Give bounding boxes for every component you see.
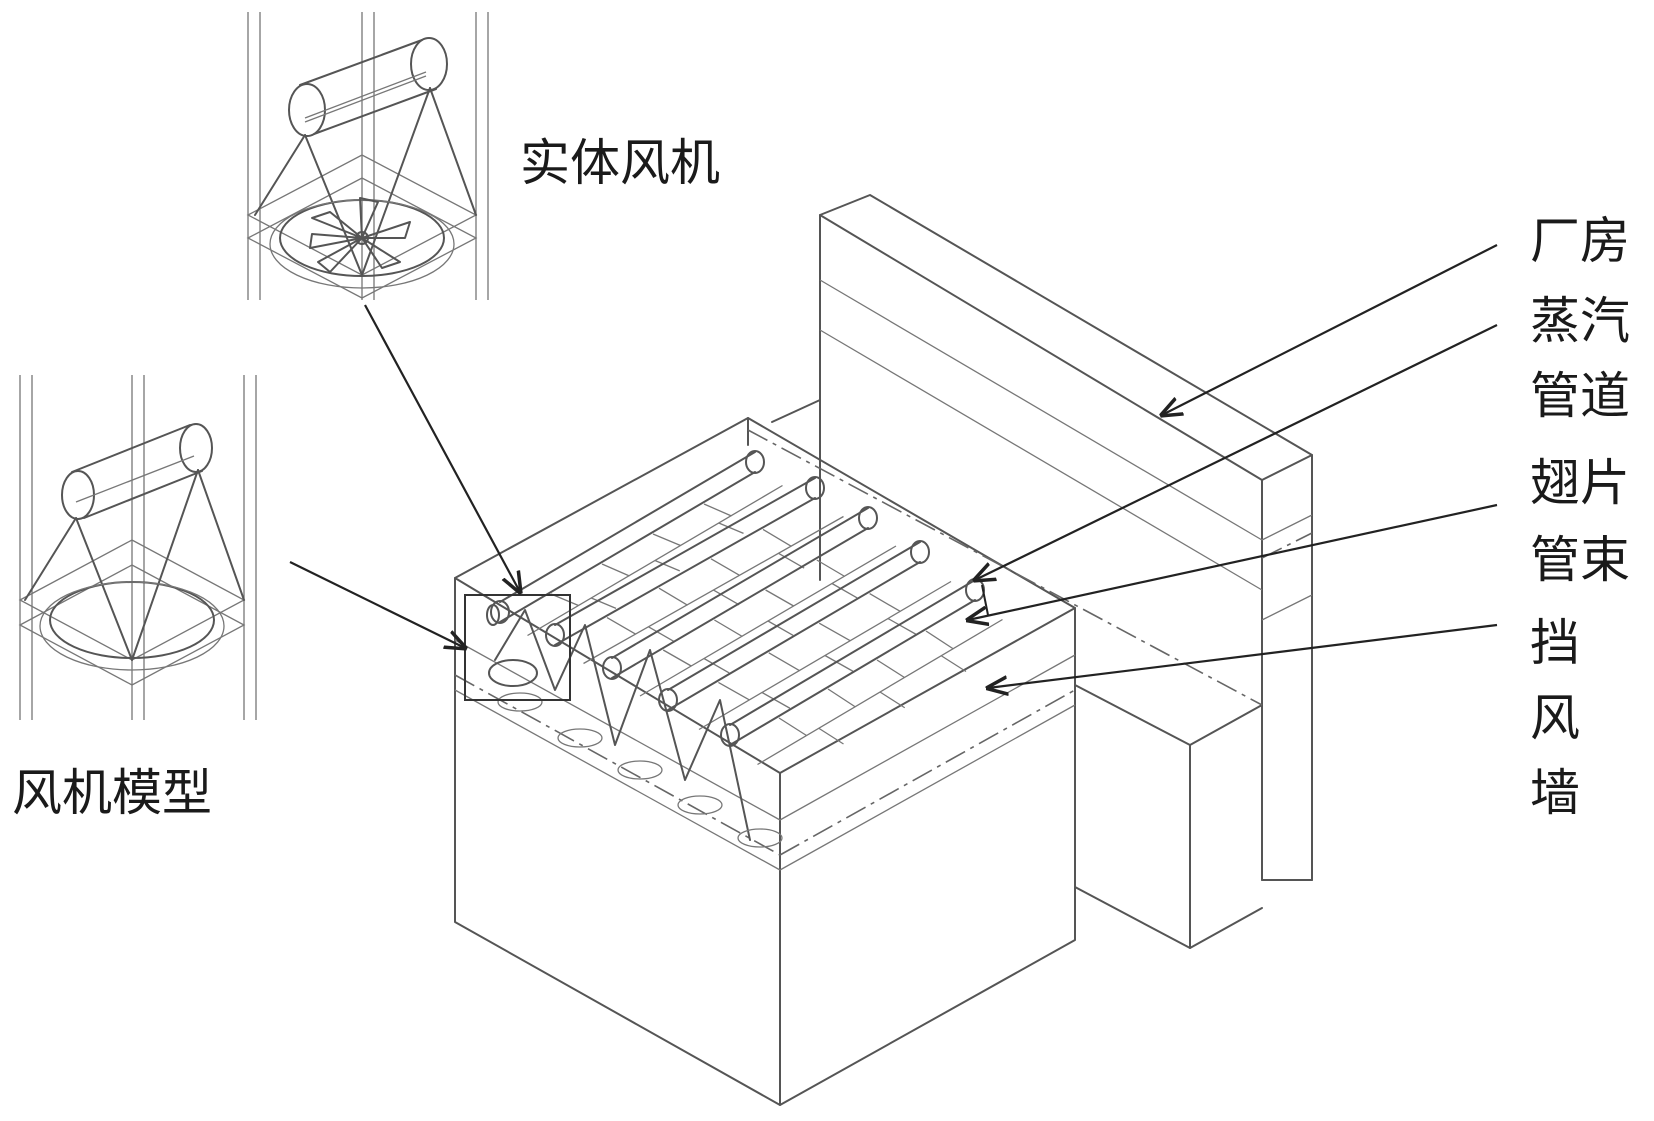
label-finned-tube-line1: 翅片	[1530, 454, 1630, 512]
steam-pipe-edge-top	[499, 451, 756, 603]
steam-pipe-front	[602, 656, 622, 680]
label-plant-building: 厂房	[1530, 212, 1630, 270]
fin-line	[876, 659, 905, 679]
fin-line	[658, 587, 688, 606]
fin-row-line	[583, 515, 844, 665]
fin-line	[816, 559, 846, 578]
label-real-fan: 实体风机	[520, 134, 720, 192]
fin-line	[831, 582, 858, 599]
steam-pipe-front	[490, 600, 510, 624]
fin-row-line	[698, 580, 952, 731]
fin-line	[713, 589, 740, 606]
fin-line	[718, 522, 744, 534]
air-cooled-unit	[454, 399, 1263, 1106]
fin-line	[827, 688, 856, 708]
steam-pipe-end	[965, 578, 985, 602]
fin-line	[879, 691, 906, 709]
fin-line	[887, 617, 917, 635]
fin-line	[925, 630, 954, 650]
steam-pipe-edge-bottom	[667, 561, 921, 711]
fin-line	[662, 649, 692, 667]
steam-pipe-end	[745, 450, 765, 474]
fin-line	[761, 691, 791, 709]
steam-pipe-edge-bottom	[499, 471, 756, 623]
fin-line	[778, 552, 805, 569]
fin-line	[869, 593, 901, 613]
fin-line	[714, 619, 743, 638]
label-steam-pipe-line1: 蒸汽	[1530, 292, 1630, 350]
steam-pipe-edge-top	[729, 579, 976, 726]
fin-line	[768, 652, 801, 672]
fin-line	[767, 620, 794, 636]
steam-pipe-end	[858, 506, 878, 530]
fin-line	[648, 626, 675, 643]
fin-line	[601, 563, 630, 577]
fan-model-inset	[18, 375, 257, 720]
fin-row-line	[639, 545, 897, 697]
fin-line	[940, 655, 967, 673]
fin-line	[654, 559, 681, 572]
fin-line	[818, 727, 844, 745]
steam-pipe-end	[910, 540, 930, 564]
lower-block	[1074, 684, 1263, 949]
label-steam-pipe-line2: 管道	[1530, 367, 1630, 425]
fin-line	[703, 503, 732, 517]
fin-line	[718, 681, 750, 701]
fin-row-line	[527, 484, 783, 637]
fin-line	[818, 622, 851, 642]
fin-row-line	[757, 618, 1003, 766]
label-finned-tube-line2: 管束	[1530, 531, 1630, 589]
fin-line	[590, 597, 617, 609]
fin-line	[606, 617, 636, 635]
fin-line	[710, 558, 740, 576]
fin-line	[824, 654, 854, 672]
label-fan-model: 风机模型	[12, 764, 212, 822]
real-fan-inset	[246, 12, 489, 300]
steam-pipe-edge-bottom	[611, 527, 869, 679]
steam-pipe-end	[805, 476, 825, 500]
plant-building	[819, 194, 1313, 881]
steam-pipe-edge-bottom	[554, 497, 816, 646]
fan-cylinder	[288, 37, 448, 137]
fin-line	[652, 533, 681, 547]
steam-pipe-edge-top	[667, 541, 921, 691]
fin-line	[703, 657, 730, 674]
steam-pipe-front	[545, 623, 565, 647]
label-windbreak-wall-3: 墙	[1530, 764, 1580, 822]
fan-blade-icon	[309, 197, 411, 273]
fin-line	[762, 528, 792, 547]
fin-line	[765, 589, 794, 607]
steam-pipe-edge-top	[554, 477, 816, 626]
fin-line	[778, 717, 807, 737]
pointer-arrows	[289, 244, 1498, 688]
steam-pipe-front	[658, 688, 678, 712]
finned-tube-bundle	[494, 609, 783, 848]
steam-pipe-edge-top	[611, 507, 869, 659]
steam-pipe-edge-bottom	[729, 599, 976, 746]
label-windbreak-wall-1: 挡	[1530, 614, 1580, 672]
steam-pipes	[490, 450, 1003, 766]
label-windbreak-wall-2: 风	[1530, 689, 1580, 747]
